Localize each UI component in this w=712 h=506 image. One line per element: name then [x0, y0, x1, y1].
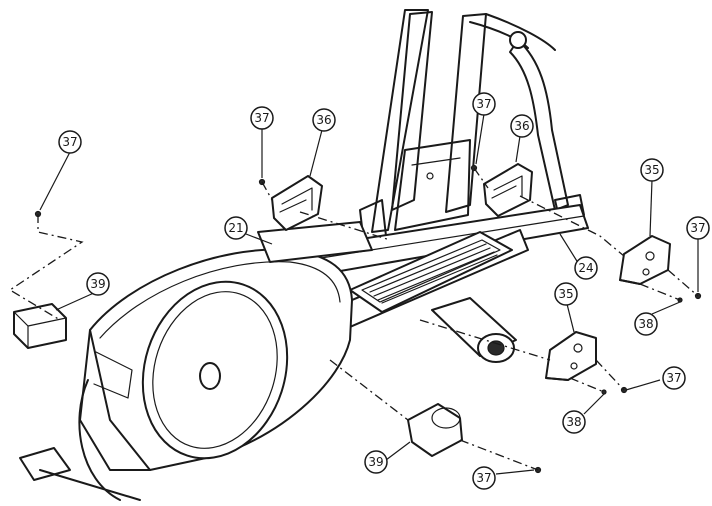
callout-37-upper-left: 37: [58, 130, 82, 154]
leader-lines: [39, 113, 699, 475]
base-foot: [19, 447, 141, 501]
svg-text:24: 24: [578, 261, 593, 275]
callout-39-left: 39: [86, 272, 110, 296]
bracket-36-right: [483, 163, 533, 217]
stabiliser-tube-21: [257, 221, 373, 263]
svg-text:39: 39: [90, 277, 105, 291]
cover-35-lower: [545, 331, 597, 381]
callout-37-bottom: 37: [472, 466, 496, 490]
svg-text:38: 38: [566, 415, 581, 429]
cover-35-upper: [619, 235, 671, 285]
svg-text:37: 37: [476, 471, 491, 485]
callout-37-left-bracket: 37: [250, 106, 274, 130]
svg-text:35: 35: [558, 287, 573, 301]
callout-38-upper: 38: [634, 312, 658, 336]
flywheel-housing: [78, 248, 353, 501]
upright-mast: [391, 11, 556, 231]
callout-21: 21: [224, 216, 248, 240]
callout-35-upper: 35: [640, 158, 664, 182]
svg-text:37: 37: [476, 97, 491, 111]
svg-text:38: 38: [638, 317, 653, 331]
pedal-platform: [349, 231, 513, 313]
callout-35-lower: 35: [554, 282, 578, 306]
svg-text:37: 37: [666, 371, 681, 385]
callout-39-bottom: 39: [364, 450, 388, 474]
svg-text:39: 39: [368, 455, 383, 469]
rear-roller: [431, 297, 517, 363]
svg-text:37: 37: [690, 221, 705, 235]
callout-24: 24: [574, 256, 598, 280]
end-cap-39-bottom: [407, 403, 463, 457]
callout-37-right-bracket: 37: [472, 92, 496, 116]
callout-37-lower-right: 37: [662, 366, 686, 390]
svg-text:37: 37: [254, 111, 269, 125]
bracket-36-left: [271, 175, 323, 231]
svg-text:21: 21: [228, 221, 243, 235]
end-cap-39-left: [13, 303, 67, 349]
callout-37-far-right: 37: [686, 216, 710, 240]
svg-text:35: 35: [644, 163, 659, 177]
svg-text:36: 36: [316, 113, 331, 127]
callout-36-right: 36: [510, 114, 534, 138]
svg-text:37: 37: [62, 135, 77, 149]
callout-36-left: 36: [312, 108, 336, 132]
svg-text:36: 36: [514, 119, 529, 133]
callout-38-lower: 38: [562, 410, 586, 434]
assembly-lines: [8, 167, 699, 471]
